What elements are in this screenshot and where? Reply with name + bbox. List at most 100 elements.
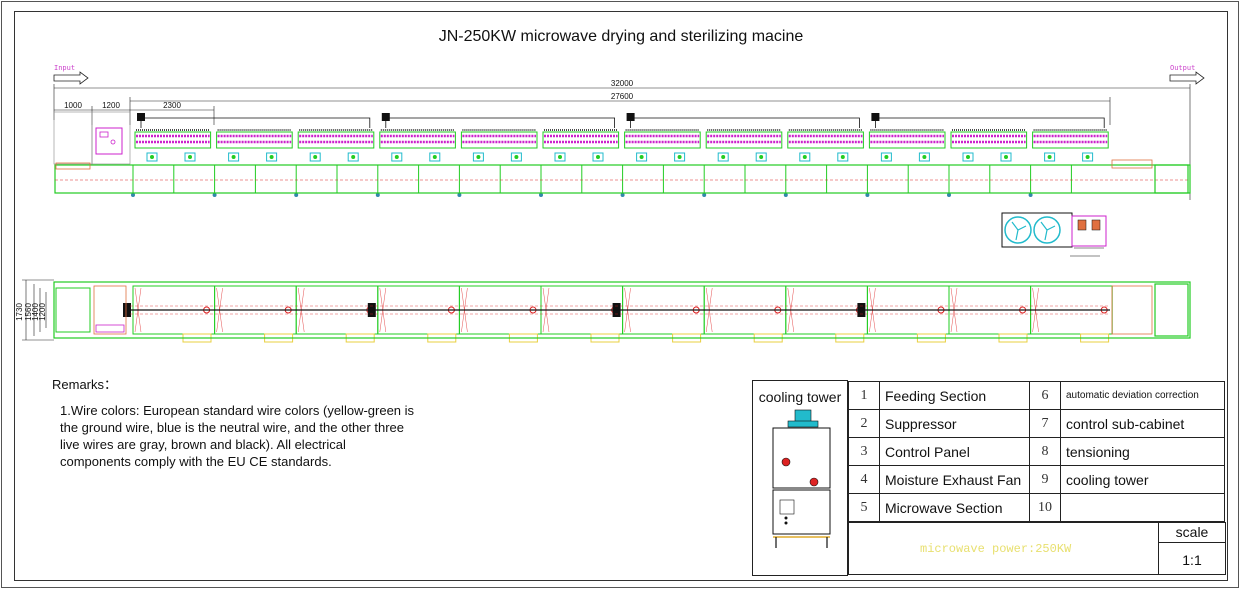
fan-icon — [918, 152, 930, 162]
caster-icon — [457, 193, 462, 197]
legend-number: 6 — [1029, 381, 1061, 410]
microwave-cavity — [460, 131, 538, 149]
dim-width-1730: 1730 — [15, 303, 24, 321]
legend-label: Microwave Section — [879, 493, 1030, 522]
fan-hub — [884, 155, 889, 159]
fan-icon — [717, 152, 729, 162]
fan-icon — [674, 152, 686, 162]
output-label: Output — [1170, 64, 1195, 72]
fan-icon — [228, 152, 240, 162]
scale-box — [1158, 522, 1226, 575]
caster-icon — [783, 193, 788, 197]
legend-number: 1 — [848, 381, 880, 410]
fan-hub — [596, 155, 600, 159]
fan-hub — [394, 155, 399, 159]
microwave-cavity — [868, 131, 946, 149]
microwave-cavity — [379, 131, 456, 149]
legend-number: 9 — [1029, 465, 1061, 494]
top-dimensions — [53, 84, 1191, 200]
legend-number: 4 — [848, 465, 880, 494]
scale-label: scale — [1175, 524, 1209, 540]
legend-label: tensioning — [1060, 437, 1225, 466]
exhaust-fan-icon — [871, 113, 880, 121]
fan-hub — [231, 155, 236, 159]
exhaust-fan-icon — [137, 113, 145, 121]
fan-hub — [188, 155, 192, 159]
caster-icon — [212, 193, 217, 197]
cooling-tower-box — [752, 380, 848, 576]
fan-icon — [837, 152, 849, 162]
legend-number: 10 — [1029, 493, 1061, 522]
caster-icon — [865, 193, 870, 197]
fan-icon — [592, 152, 604, 162]
fan-icon — [1044, 152, 1056, 162]
dim-total-length: 32000 — [611, 79, 634, 88]
microwave-cavity — [787, 131, 864, 149]
fan-icon — [554, 152, 566, 162]
fan-hub — [313, 155, 318, 159]
scale-value: 1:1 — [1182, 552, 1202, 568]
exhaust-duct — [630, 117, 860, 128]
dim-width-1400: 1400 — [31, 303, 40, 321]
fan-hub — [432, 155, 437, 159]
exhaust-fan-icon — [381, 113, 390, 121]
fan-hub — [476, 155, 481, 159]
plan-dimensions — [22, 279, 54, 341]
legend-number: 5 — [848, 493, 880, 522]
legend-number: 7 — [1029, 409, 1061, 438]
fan-icon — [1000, 152, 1012, 162]
legend-number: 3 — [848, 437, 880, 466]
caster-icon — [131, 193, 135, 197]
microwave-cavity — [705, 131, 783, 149]
dim-first-segment: 1000 — [64, 101, 82, 110]
legend-label: Control Panel — [879, 437, 1030, 466]
fan-icon — [391, 152, 403, 162]
fan-hub — [721, 155, 726, 159]
caster-icon — [539, 193, 543, 197]
exhaust-duct — [385, 117, 615, 128]
cooling-tower-plan — [1001, 212, 1107, 257]
dim-inner-length: 27600 — [611, 92, 634, 101]
fan-hub — [150, 155, 154, 159]
fan-icon — [266, 152, 278, 162]
fan-hub — [558, 155, 562, 159]
caster-icon — [375, 193, 380, 197]
fan-hub — [1004, 155, 1008, 159]
dim-module-length: 2300 — [163, 101, 181, 110]
input-label: Input — [54, 64, 75, 72]
fan-icon — [429, 152, 441, 162]
legend-label: control sub-cabinet — [1060, 409, 1225, 438]
legend-label: automatic deviation correction — [1060, 381, 1225, 410]
fan-hub — [759, 155, 764, 159]
legend-label: cooling tower — [1060, 465, 1225, 494]
fan-icon — [799, 152, 811, 162]
fan-hub — [514, 155, 519, 159]
fan-hub — [639, 155, 644, 159]
fan-hub — [922, 155, 927, 159]
fan-hub — [1047, 155, 1052, 159]
scale-divider — [1158, 542, 1226, 543]
info-box — [848, 522, 1226, 575]
drawing-border — [14, 11, 1228, 581]
caster-icon — [1028, 193, 1033, 197]
dim-width-1560: 1560 — [24, 303, 33, 321]
fan-hub — [269, 155, 274, 159]
exhaust-duct — [140, 117, 371, 128]
legend-label: Moisture Exhaust Fan — [879, 465, 1030, 494]
cooling-tower-drawing — [772, 409, 831, 548]
microwave-cavity — [297, 131, 375, 149]
elevation-frame — [54, 159, 1191, 194]
microwave-cavity — [134, 131, 212, 149]
cooling-tower-label: cooling tower — [758, 389, 842, 405]
elevation-modules — [131, 113, 1109, 197]
fan-hub — [351, 155, 356, 159]
fan-icon — [184, 152, 196, 162]
exhaust-fan-icon — [626, 113, 635, 121]
microwave-cavity — [950, 131, 1028, 149]
fan-hub — [802, 155, 807, 159]
